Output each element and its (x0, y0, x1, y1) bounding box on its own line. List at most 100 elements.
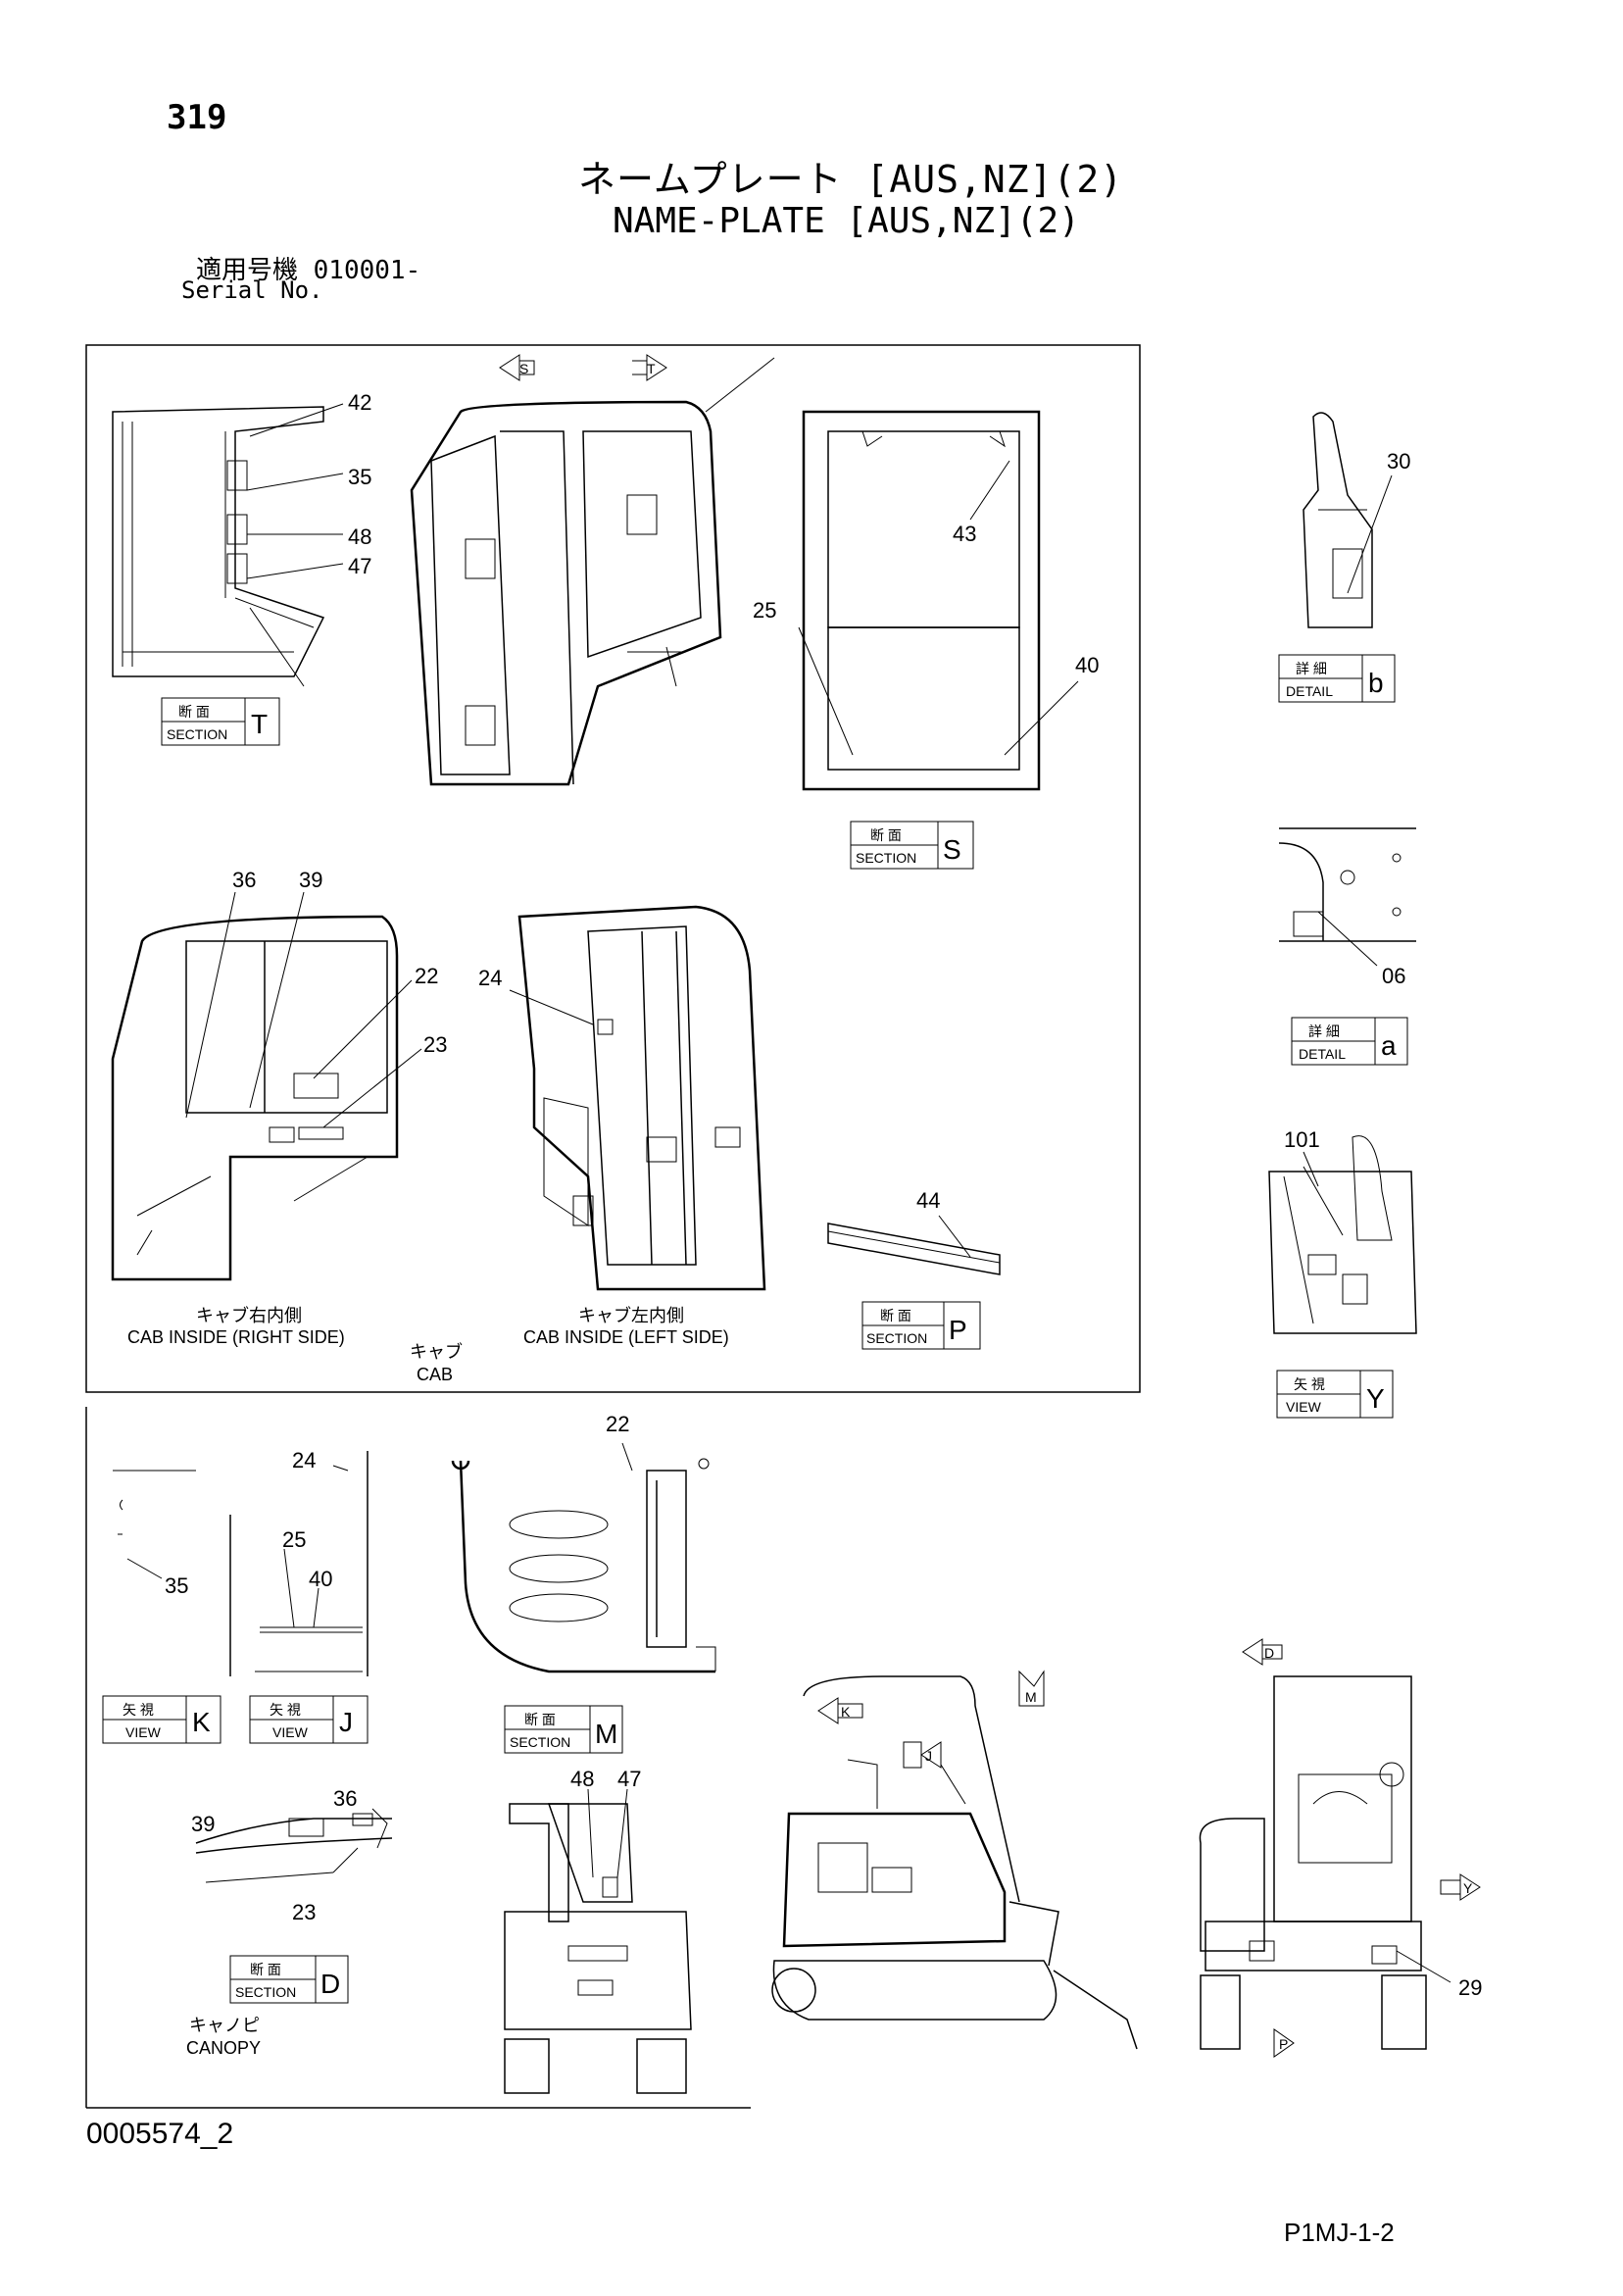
caption-cab-left-jp: キャブ左内側 (578, 1305, 684, 1325)
arrow-s: S (499, 354, 535, 381)
caption-cab-en: CAB (417, 1365, 453, 1384)
callout-39-canopy: 39 (191, 1812, 215, 1836)
tag-view-k: 矢 視 VIEW K (102, 1695, 221, 1744)
callout-47: 47 (348, 554, 371, 578)
svg-text:VIEW: VIEW (125, 1724, 162, 1740)
callout-36: 36 (232, 868, 256, 892)
tag-detail-a: 詳 細 DETAIL a (1291, 1017, 1408, 1066)
callout-25-canopy: 25 (282, 1527, 306, 1552)
section-s-drawing (798, 410, 1079, 791)
svg-text:矢 視: 矢 視 (270, 1702, 301, 1718)
excavator-rear-drawing (1199, 1675, 1451, 2050)
serial-label-english: Serial No. (181, 276, 323, 304)
section-m-drawing (451, 1442, 716, 1673)
callout-39: 39 (299, 868, 322, 892)
cab-inside-right-drawing (111, 891, 422, 1281)
svg-text:T: T (647, 361, 656, 376)
svg-text:SECTION: SECTION (510, 1734, 570, 1750)
page-number: 319 (167, 98, 227, 137)
section-t-drawing (112, 403, 344, 687)
title-english: NAME-PLATE [AUS,NZ](2) (613, 201, 1080, 241)
svg-text:詳 細: 詳 細 (1296, 661, 1327, 676)
svg-text:断 面: 断 面 (250, 1962, 281, 1977)
callout-24-canopy: 24 (292, 1448, 316, 1472)
svg-text:矢 視: 矢 視 (123, 1702, 154, 1718)
tag-view-y: 矢 視 VIEW Y (1276, 1370, 1394, 1419)
callout-48-canopy: 48 (570, 1767, 594, 1791)
callout-29: 29 (1458, 1975, 1482, 2000)
svg-text:S: S (943, 834, 961, 865)
callout-06: 06 (1382, 964, 1405, 988)
callout-25: 25 (753, 598, 776, 623)
callout-22-canopy: 22 (606, 1412, 629, 1436)
caption-canopy-en: CANOPY (186, 2038, 261, 2058)
svg-text:SECTION: SECTION (235, 1984, 296, 2000)
svg-text:J: J (925, 1748, 932, 1764)
svg-text:Y: Y (1463, 1880, 1473, 1896)
cab-exterior-drawing (410, 357, 775, 786)
svg-text:矢 視: 矢 視 (1294, 1376, 1325, 1392)
svg-text:SECTION: SECTION (866, 1330, 927, 1346)
tag-section-t: 断 面 SECTION T (161, 697, 280, 746)
arrow-d: D (1242, 1638, 1283, 1666)
caption-cab-left-en: CAB INSIDE (LEFT SIDE) (523, 1327, 729, 1347)
svg-text:DETAIL: DETAIL (1286, 683, 1333, 699)
tag-section-d: 断 面 SECTION D (229, 1955, 349, 2004)
svg-text:断 面: 断 面 (880, 1308, 911, 1323)
callout-40-canopy: 40 (309, 1567, 332, 1591)
section-p-drawing (827, 1215, 1001, 1275)
svg-text:b: b (1368, 668, 1384, 698)
document-id: 0005574_2 (86, 2118, 234, 2150)
tag-section-m: 断 面 SECTION M (504, 1705, 623, 1754)
callout-23-canopy: 23 (292, 1900, 316, 1924)
svg-text:K: K (192, 1707, 211, 1737)
serial-label-japanese: 適用号機 010001- (196, 256, 421, 285)
callout-47-canopy: 47 (617, 1767, 641, 1791)
svg-text:VIEW: VIEW (272, 1724, 309, 1740)
svg-text:M: M (595, 1719, 617, 1749)
svg-text:J: J (339, 1707, 353, 1737)
caption-cab-jp: キャブ (410, 1341, 463, 1362)
page-code: P1MJ-1-2 (1284, 2218, 1395, 2247)
svg-text:VIEW: VIEW (1286, 1399, 1322, 1415)
callout-35-canopy: 35 (165, 1573, 188, 1598)
arrow-y: Y (1440, 1873, 1481, 1901)
callout-36-canopy: 36 (333, 1786, 357, 1811)
arrow-t: T (632, 354, 667, 381)
svg-text:T: T (251, 709, 268, 739)
tag-view-j: 矢 視 VIEW J (249, 1695, 369, 1744)
svg-text:SECTION: SECTION (856, 850, 916, 866)
svg-text:K: K (841, 1704, 851, 1720)
title-japanese: ネームプレート [AUS,NZ](2) (578, 158, 1124, 201)
cab-inside-left-drawing (509, 905, 766, 1291)
arrow-k: K (817, 1697, 863, 1724)
caption-canopy-jp: キャノピ (189, 2016, 260, 2035)
svg-text:詳 細: 詳 細 (1308, 1023, 1340, 1039)
svg-text:a: a (1381, 1030, 1397, 1061)
svg-text:P: P (1279, 2036, 1288, 2052)
svg-text:Y: Y (1366, 1383, 1385, 1414)
callout-101: 101 (1284, 1127, 1320, 1152)
canopy-rear-drawing (504, 1788, 692, 2094)
tag-section-p: 断 面 SECTION P (861, 1301, 981, 1350)
arrow-j: J (903, 1741, 942, 1769)
caption-cab-right-en: CAB INSIDE (RIGHT SIDE) (127, 1327, 345, 1347)
svg-text:断 面: 断 面 (870, 827, 902, 843)
svg-text:M: M (1025, 1689, 1037, 1705)
callout-43: 43 (953, 522, 976, 546)
detail-a-drawing (1278, 827, 1416, 967)
svg-text:D: D (320, 1969, 340, 1999)
arrow-p: P (1273, 2028, 1295, 2058)
callout-40: 40 (1075, 653, 1099, 677)
svg-text:P: P (949, 1315, 967, 1345)
excavator-side-drawing (771, 1675, 1138, 2050)
callout-44: 44 (916, 1188, 940, 1213)
svg-text:断 面: 断 面 (178, 704, 210, 720)
tag-section-s: 断 面 SECTION S (850, 821, 974, 870)
svg-text:SECTION: SECTION (167, 726, 227, 742)
callout-22: 22 (415, 964, 438, 988)
view-y-drawing (1268, 1135, 1417, 1334)
callout-24: 24 (478, 966, 502, 990)
detail-b-drawing (1303, 412, 1393, 628)
section-d-drawing (195, 1808, 393, 1883)
